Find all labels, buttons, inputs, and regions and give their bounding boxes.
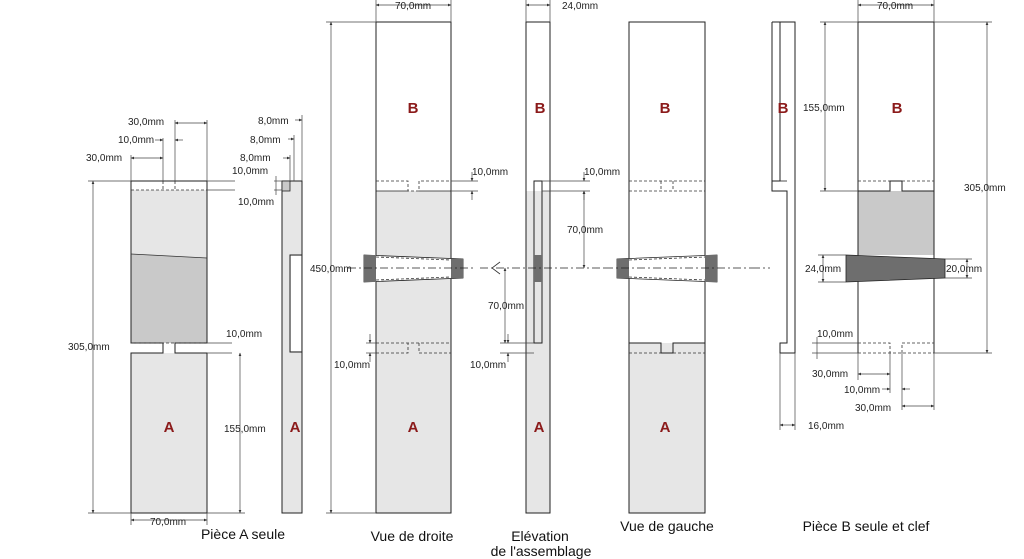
vue-droite: B A [348, 21, 475, 514]
piece-a-front: A [130, 180, 208, 514]
piece-a-dimensions: 30,0mm 10,0mm 30,0mm 10,0mm 305,0mm 10,0… [68, 117, 268, 528]
vd-label-b: B [408, 100, 419, 117]
dim-10-vd-top: 10,0mm [472, 167, 508, 178]
key [752, 254, 946, 283]
dim-8-1: 8,0mm [258, 116, 289, 127]
el-label-a: A [534, 419, 545, 436]
dim-30-left: 30,0mm [86, 153, 122, 164]
caption-elevation-2: de l'assemblage [491, 543, 592, 559]
caption-piece-b: Pièce B seule et clef [803, 518, 930, 534]
dim-10-right-top: 10,0mm [232, 166, 268, 177]
caption-vue-droite: Vue de droite [371, 528, 454, 544]
piece-b-side-dimensions: 16,0mm [779, 353, 844, 432]
piece-a-side-label: A [290, 419, 301, 436]
dim-10-el-bottom: 10,0mm [470, 360, 506, 371]
pb-side-label: B [778, 100, 789, 117]
caption-piece-a: Pièce A seule [201, 526, 285, 542]
dim-8-3: 8,0mm [240, 153, 271, 164]
vd-label-a: A [408, 419, 419, 436]
vue-droite-dimensions: 70,0mm 450,0mm 10,0mm 10,0mm [310, 0, 508, 514]
dim-10-side-a: 10,0mm [238, 197, 274, 208]
elevation-dimensions: 24,0mm 10,0mm 70,0mm 70,0mm 10,0mm [470, 0, 620, 371]
dim-155-a: 155,0mm [224, 424, 266, 435]
piece-a-side: A [281, 180, 303, 514]
dim-10-el-top: 10,0mm [584, 167, 620, 178]
dim-10-top: 10,0mm [118, 135, 154, 146]
dim-10-vd-bottom: 10,0mm [334, 360, 370, 371]
piece-b-front: B [857, 21, 935, 354]
dim-20-key: 20,0mm [946, 264, 982, 275]
dim-10-mid: 10,0mm [226, 329, 262, 340]
dim-70-a: 70,0mm [150, 517, 186, 528]
piece-b-dimensions: 70,0mm 155,0mm 305,0mm 24,0mm 20,0mm 10,… [803, 0, 1006, 414]
dim-10-b-side: 10,0mm [817, 329, 853, 340]
caption-elevation-1: Elévation [511, 528, 569, 544]
dim-10-b-bottom: 10,0mm [844, 385, 880, 396]
vg-label-b: B [660, 100, 671, 117]
caption-vue-gauche: Vue de gauche [620, 518, 714, 534]
dim-70-vd: 70,0mm [395, 1, 431, 12]
dim-70-el-top: 70,0mm [567, 225, 603, 236]
vue-gauche: B A [605, 21, 752, 514]
pb-label-b: B [892, 100, 903, 117]
dim-30-b-right: 30,0mm [855, 403, 891, 414]
piece-a-label: A [164, 419, 175, 436]
dim-16: 16,0mm [808, 421, 844, 432]
dim-8-2: 8,0mm [250, 135, 281, 146]
piece-b-side: B [771, 21, 796, 354]
dim-155-b: 155,0mm [803, 103, 845, 114]
el-label-b: B [535, 100, 546, 117]
dim-450: 450,0mm [310, 264, 352, 275]
dim-30-b-left: 30,0mm [812, 369, 848, 380]
vg-label-a: A [660, 419, 671, 436]
piece-a-side-dimensions: 8,0mm 8,0mm 8,0mm 10,0mm [238, 115, 303, 208]
dim-305-a: 305,0mm [68, 342, 110, 353]
dim-30-top: 30,0mm [128, 117, 164, 128]
elevation: B A [480, 21, 605, 514]
dim-305-b: 305,0mm [964, 183, 1006, 194]
dim-24-el: 24,0mm [562, 1, 598, 12]
dim-24-key: 24,0mm [805, 264, 841, 275]
dim-70-b: 70,0mm [877, 1, 913, 12]
dim-70-el-bottom: 70,0mm [488, 301, 524, 312]
